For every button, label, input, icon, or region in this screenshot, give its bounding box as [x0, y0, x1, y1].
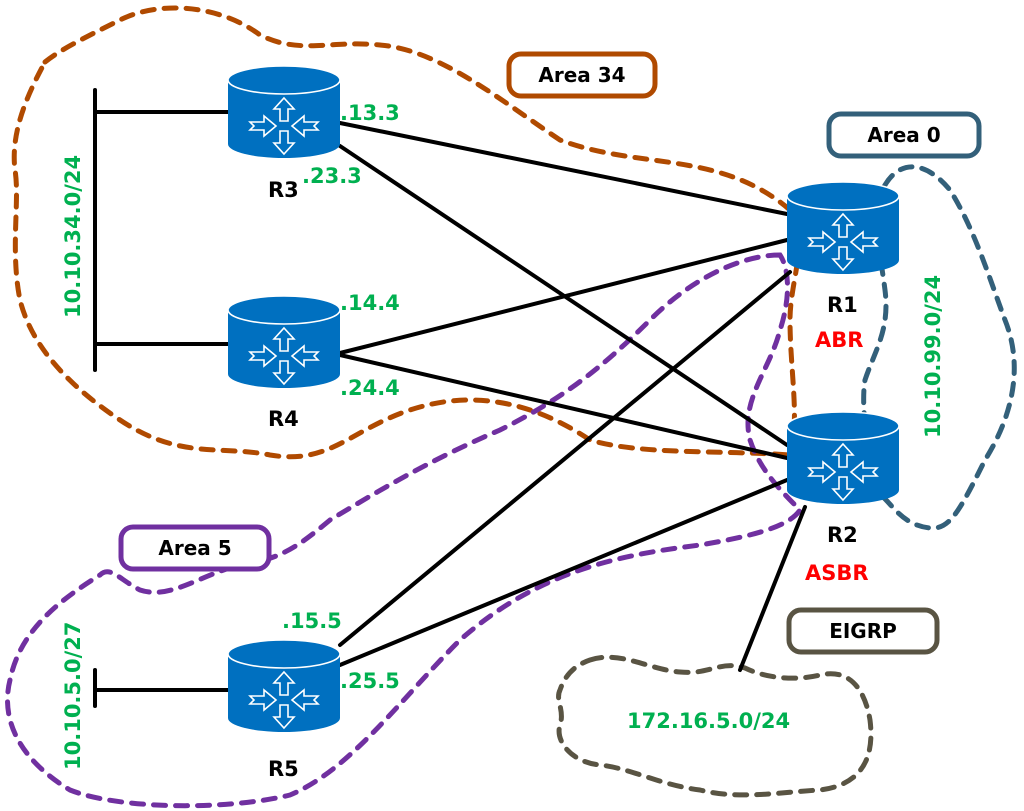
router-r1-role: ABR [815, 328, 863, 352]
link-r3-r1 [338, 121, 789, 216]
area5-boundary [5, 252, 804, 809]
eigrp-label-box: EIGRP [786, 607, 940, 655]
router-icon [227, 295, 341, 389]
area0-boundary [861, 164, 1017, 531]
link-r5-r1 [338, 270, 792, 647]
link-r4-r1 [338, 238, 789, 355]
router-icon [227, 639, 341, 733]
network-lan34: 10.10.34.0/24 [61, 155, 85, 318]
area0-label: Area 0 [867, 123, 940, 147]
network-lan99: 10.10.99.0/24 [921, 275, 945, 438]
router-r1-label: R1 [827, 293, 858, 317]
ip-r3-23: .23.3 [302, 164, 362, 188]
router-r4[interactable] [227, 295, 341, 389]
router-r2[interactable] [786, 411, 900, 505]
eigrp-label: EIGRP [829, 619, 897, 643]
area5-label-box: Area 5 [118, 524, 272, 572]
area0-label-box: Area 0 [826, 111, 982, 159]
router-r5-label: R5 [268, 757, 299, 781]
router-r2-role: ASBR [805, 561, 869, 585]
area34-label: Area 34 [538, 63, 625, 87]
link-r4-r2 [338, 353, 789, 460]
ip-r4-24: .24.4 [340, 376, 400, 400]
router-icon [786, 181, 900, 275]
ip-r4-14: .14.4 [340, 291, 400, 315]
network-ext: 172.16.5.0/24 [627, 709, 790, 733]
area34-label-box: Area 34 [506, 51, 658, 99]
router-r4-label: R4 [268, 407, 299, 431]
router-icon [786, 411, 900, 505]
area34-boundary [11, 5, 802, 460]
router-r5[interactable] [227, 639, 341, 733]
eigrp-boundary [556, 654, 874, 798]
ip-r3-13: .13.3 [340, 101, 400, 125]
area5-label: Area 5 [158, 536, 231, 560]
ip-r5-15: .15.5 [282, 609, 342, 633]
router-r1[interactable] [786, 181, 900, 275]
network-lan5: 10.10.5.0/27 [61, 622, 85, 771]
ip-r5-25: .25.5 [340, 669, 400, 693]
link-r5-r2 [338, 478, 789, 667]
link-r2-eigrp [738, 505, 807, 672]
router-r3-label: R3 [268, 178, 299, 202]
router-icon [227, 65, 341, 159]
router-r3[interactable] [227, 65, 341, 159]
router-r2-label: R2 [827, 523, 858, 547]
